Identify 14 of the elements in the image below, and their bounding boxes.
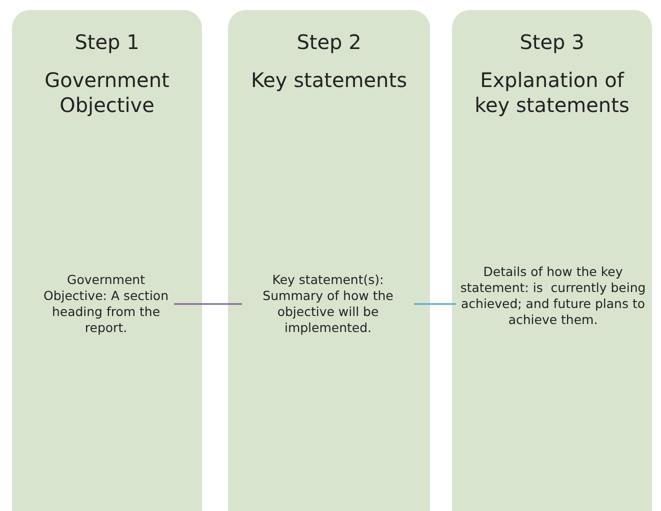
column-title: Government Objective — [44, 68, 170, 118]
description-text: Government Objective: A section heading from the report. — [42, 272, 170, 336]
step-heading: Step 1 — [74, 30, 140, 55]
column-panel — [452, 10, 652, 511]
column-panel — [228, 10, 430, 511]
step-heading: Step 3 — [518, 30, 586, 55]
description-text: Key statement(s): Summary of how the objective will be implemented. — [246, 272, 410, 336]
connector-line — [174, 303, 242, 305]
description-text: Details of how the key statement: is currently being achieved; and future plans to achieve them. — [460, 264, 646, 328]
step-heading: Step 2 — [296, 30, 362, 55]
column-title: Key statements — [250, 68, 408, 93]
column-panel — [12, 10, 202, 511]
column-title: Explanation of key statements — [474, 68, 630, 118]
connector-line — [414, 303, 456, 305]
